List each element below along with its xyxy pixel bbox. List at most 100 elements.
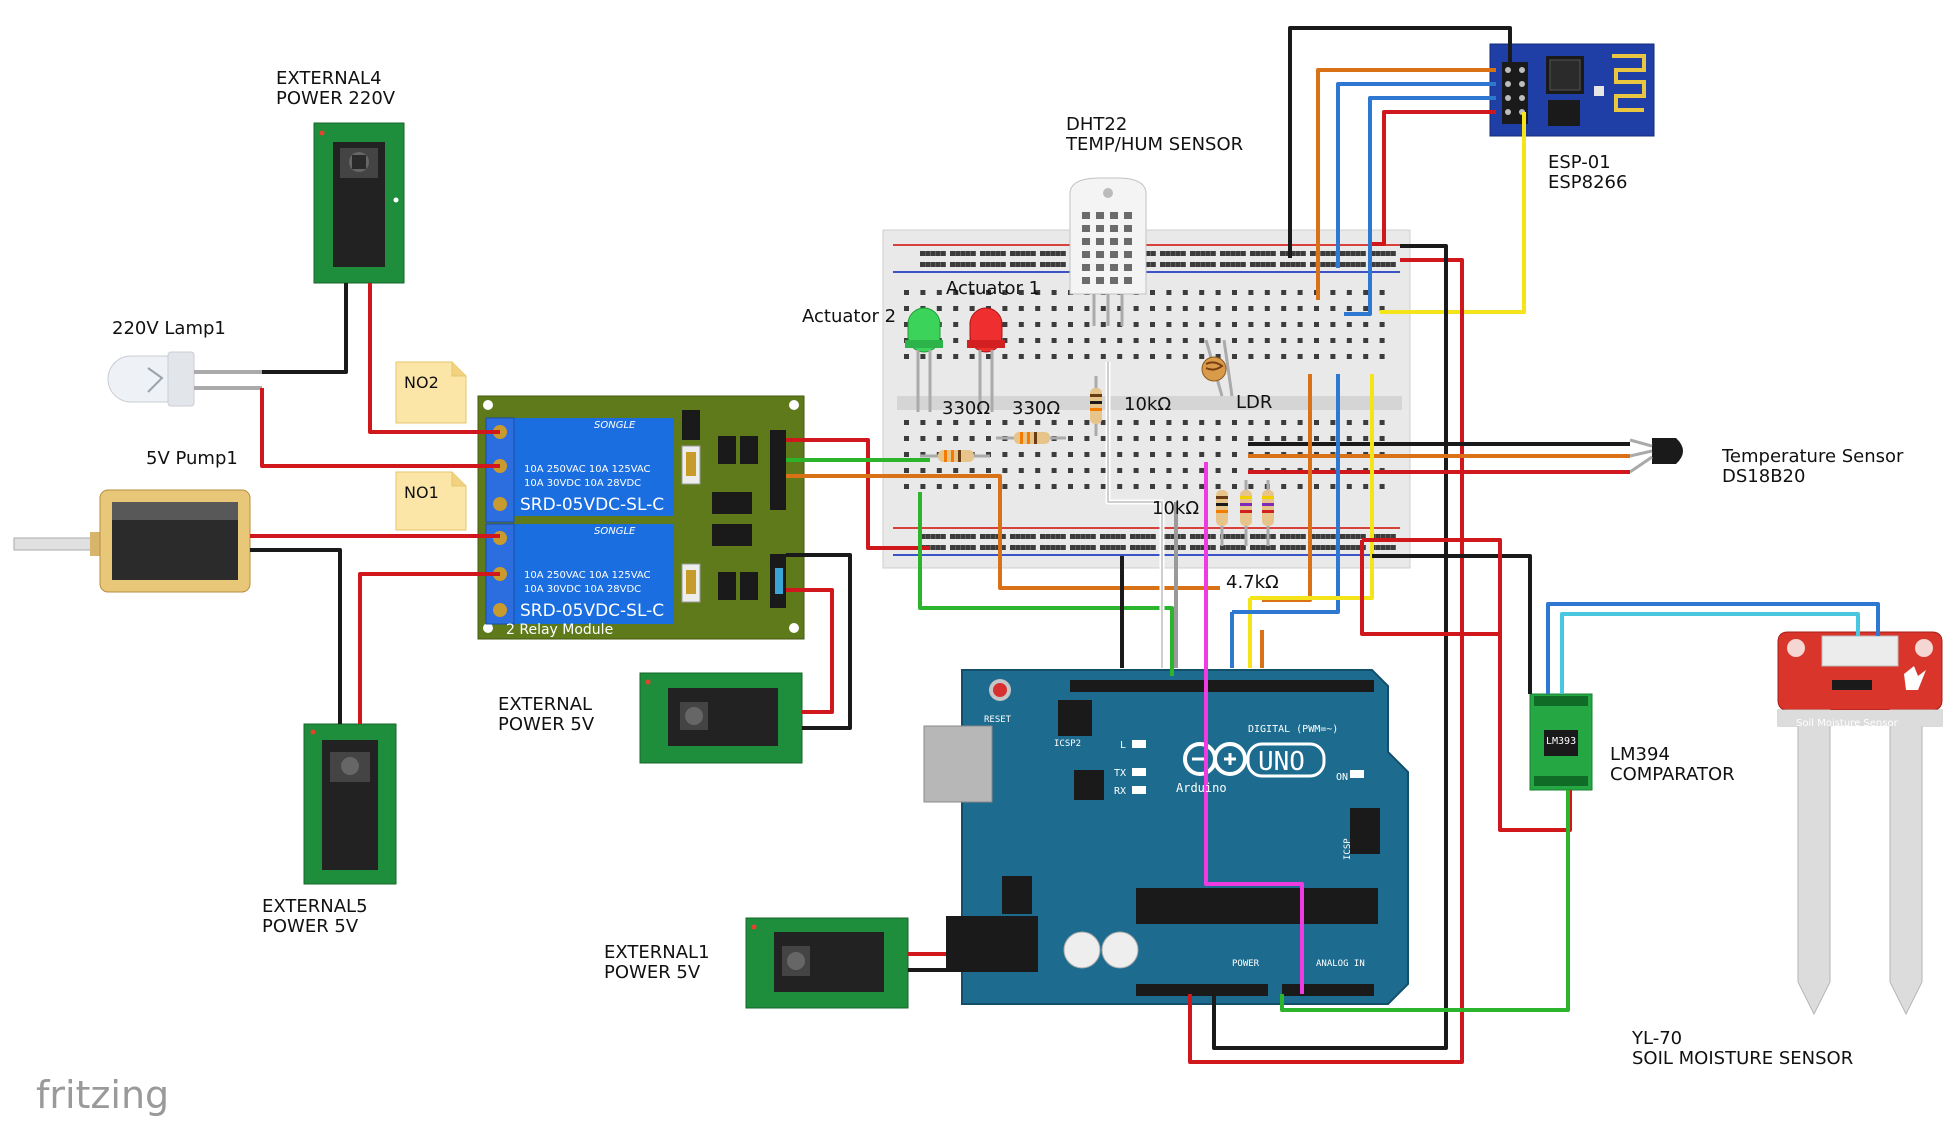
breadboard-hole	[1248, 420, 1254, 425]
breadboard-hole	[1190, 251, 1195, 256]
breadboard-hole	[1025, 534, 1031, 539]
breadboard-hole	[1090, 534, 1096, 539]
breadboard-hole	[1040, 251, 1045, 256]
breadboard-hole	[1363, 420, 1369, 425]
ext5-label-2: POWER 5V	[262, 916, 359, 937]
breadboard-hole	[1320, 545, 1326, 550]
breadboard-hole	[1060, 251, 1066, 256]
soil-sensor-label: Soil Moisture Sensor	[1796, 718, 1899, 729]
dht-label-1: DHT22	[1066, 114, 1127, 135]
breadboard-hole	[1166, 420, 1172, 425]
breadboard-hole	[953, 484, 959, 489]
breadboard-hole	[1175, 262, 1181, 267]
breadboard-hole	[1232, 306, 1237, 311]
breadboard-hole	[1166, 468, 1172, 473]
breadboard-hole	[1002, 420, 1008, 425]
r10k-top-label: 10kΩ	[1124, 394, 1171, 415]
breadboard-hole	[1002, 306, 1008, 311]
breadboard-hole	[1330, 306, 1336, 311]
ext1-label-1: EXTERNAL1	[604, 942, 710, 963]
breadboard-hole	[904, 354, 909, 359]
breadboard-hole	[1160, 262, 1165, 267]
breadboard-hole	[1360, 534, 1366, 539]
breadboard-hole	[1300, 545, 1306, 550]
breadboard-hole	[1225, 251, 1231, 256]
breadboard-hole	[969, 354, 975, 359]
breadboard-hole	[1330, 262, 1336, 267]
soil-moisture-sensor	[1777, 631, 1943, 1016]
breadboard-hole	[1018, 468, 1024, 473]
breadboard-hole	[1320, 251, 1326, 256]
breadboard-hole	[1115, 534, 1121, 539]
ds18b20-sensor	[1629, 438, 1683, 474]
breadboard-hole	[1225, 262, 1231, 267]
breadboard-hole	[1363, 484, 1369, 489]
breadboard-hole	[904, 290, 909, 295]
breadboard-hole	[1295, 251, 1301, 256]
breadboard-hole	[1210, 534, 1216, 539]
breadboard-hole	[1264, 338, 1270, 343]
breadboard-hole	[1250, 251, 1255, 256]
breadboard-hole	[1150, 306, 1155, 311]
breadboard-hole	[1199, 354, 1205, 359]
r330b-label: 330Ω	[1012, 398, 1060, 419]
relay1-model: SRD-05VDC-SL-C	[520, 495, 664, 515]
breadboard-hole	[1330, 354, 1336, 359]
breadboard-hole	[1350, 251, 1356, 256]
breadboard-hole	[1297, 322, 1303, 327]
breadboard-hole	[1060, 545, 1066, 550]
breadboard-hole	[1195, 262, 1201, 267]
breadboard-hole	[1264, 436, 1270, 441]
breadboard-hole	[920, 534, 925, 539]
breadboard-hole	[1281, 484, 1287, 489]
dht22-vent	[1082, 225, 1090, 232]
breadboard-hole	[1145, 545, 1151, 550]
breadboard-hole	[1120, 545, 1126, 550]
breadboard-hole	[1084, 354, 1090, 359]
breadboard-hole	[1120, 534, 1126, 539]
breadboard-hole	[1070, 545, 1075, 550]
breadboard-hole	[969, 420, 975, 425]
breadboard-hole	[1314, 420, 1319, 425]
ldr-label: LDR	[1236, 392, 1272, 413]
breadboard-hole	[1385, 545, 1391, 550]
breadboard-hole	[1330, 420, 1336, 425]
breadboard-hole	[1281, 290, 1287, 295]
breadboard-hole	[1310, 251, 1315, 256]
breadboard-hole	[1385, 262, 1391, 267]
resistor-4k7-b	[1262, 480, 1274, 546]
breadboard-hole	[1346, 322, 1352, 327]
arduino-rx-label: RX	[1114, 786, 1126, 797]
breadboard-hole	[1035, 354, 1041, 359]
breadboard-hole	[1315, 534, 1321, 539]
breadboard-hole	[1340, 262, 1345, 267]
breadboard-hole	[1264, 322, 1270, 327]
breadboard-hole	[1297, 290, 1303, 295]
breadboard-hole	[1265, 262, 1271, 267]
breadboard-hole	[1363, 354, 1369, 359]
breadboard-hole	[1270, 251, 1276, 256]
breadboard-hole	[1314, 354, 1319, 359]
breadboard-hole	[1055, 545, 1061, 550]
breadboard-hole	[950, 545, 955, 550]
breadboard-hole	[1150, 290, 1155, 295]
dht22-vent	[1096, 264, 1104, 271]
arduino-analog-label: ANALOG IN	[1316, 959, 1365, 969]
breadboard-hole	[995, 262, 1001, 267]
breadboard-hole	[950, 534, 955, 539]
breadboard-hole	[1350, 545, 1356, 550]
breadboard-hole	[1230, 545, 1236, 550]
breadboard-hole	[1165, 545, 1171, 550]
breadboard-hole	[1310, 545, 1315, 550]
relay-board-title: 2 Relay Module	[506, 622, 613, 638]
lm-label-2: COMPARATOR	[1610, 764, 1735, 785]
breadboard-hole	[920, 290, 926, 295]
breadboard-hole	[1100, 484, 1106, 489]
breadboard-hole	[1166, 484, 1172, 489]
breadboard-hole	[1068, 322, 1073, 327]
breadboard-hole	[1018, 338, 1024, 343]
breadboard-hole	[1248, 322, 1254, 327]
breadboard-hole	[1117, 452, 1123, 457]
arduino-brand-label: Arduino	[1176, 781, 1227, 795]
